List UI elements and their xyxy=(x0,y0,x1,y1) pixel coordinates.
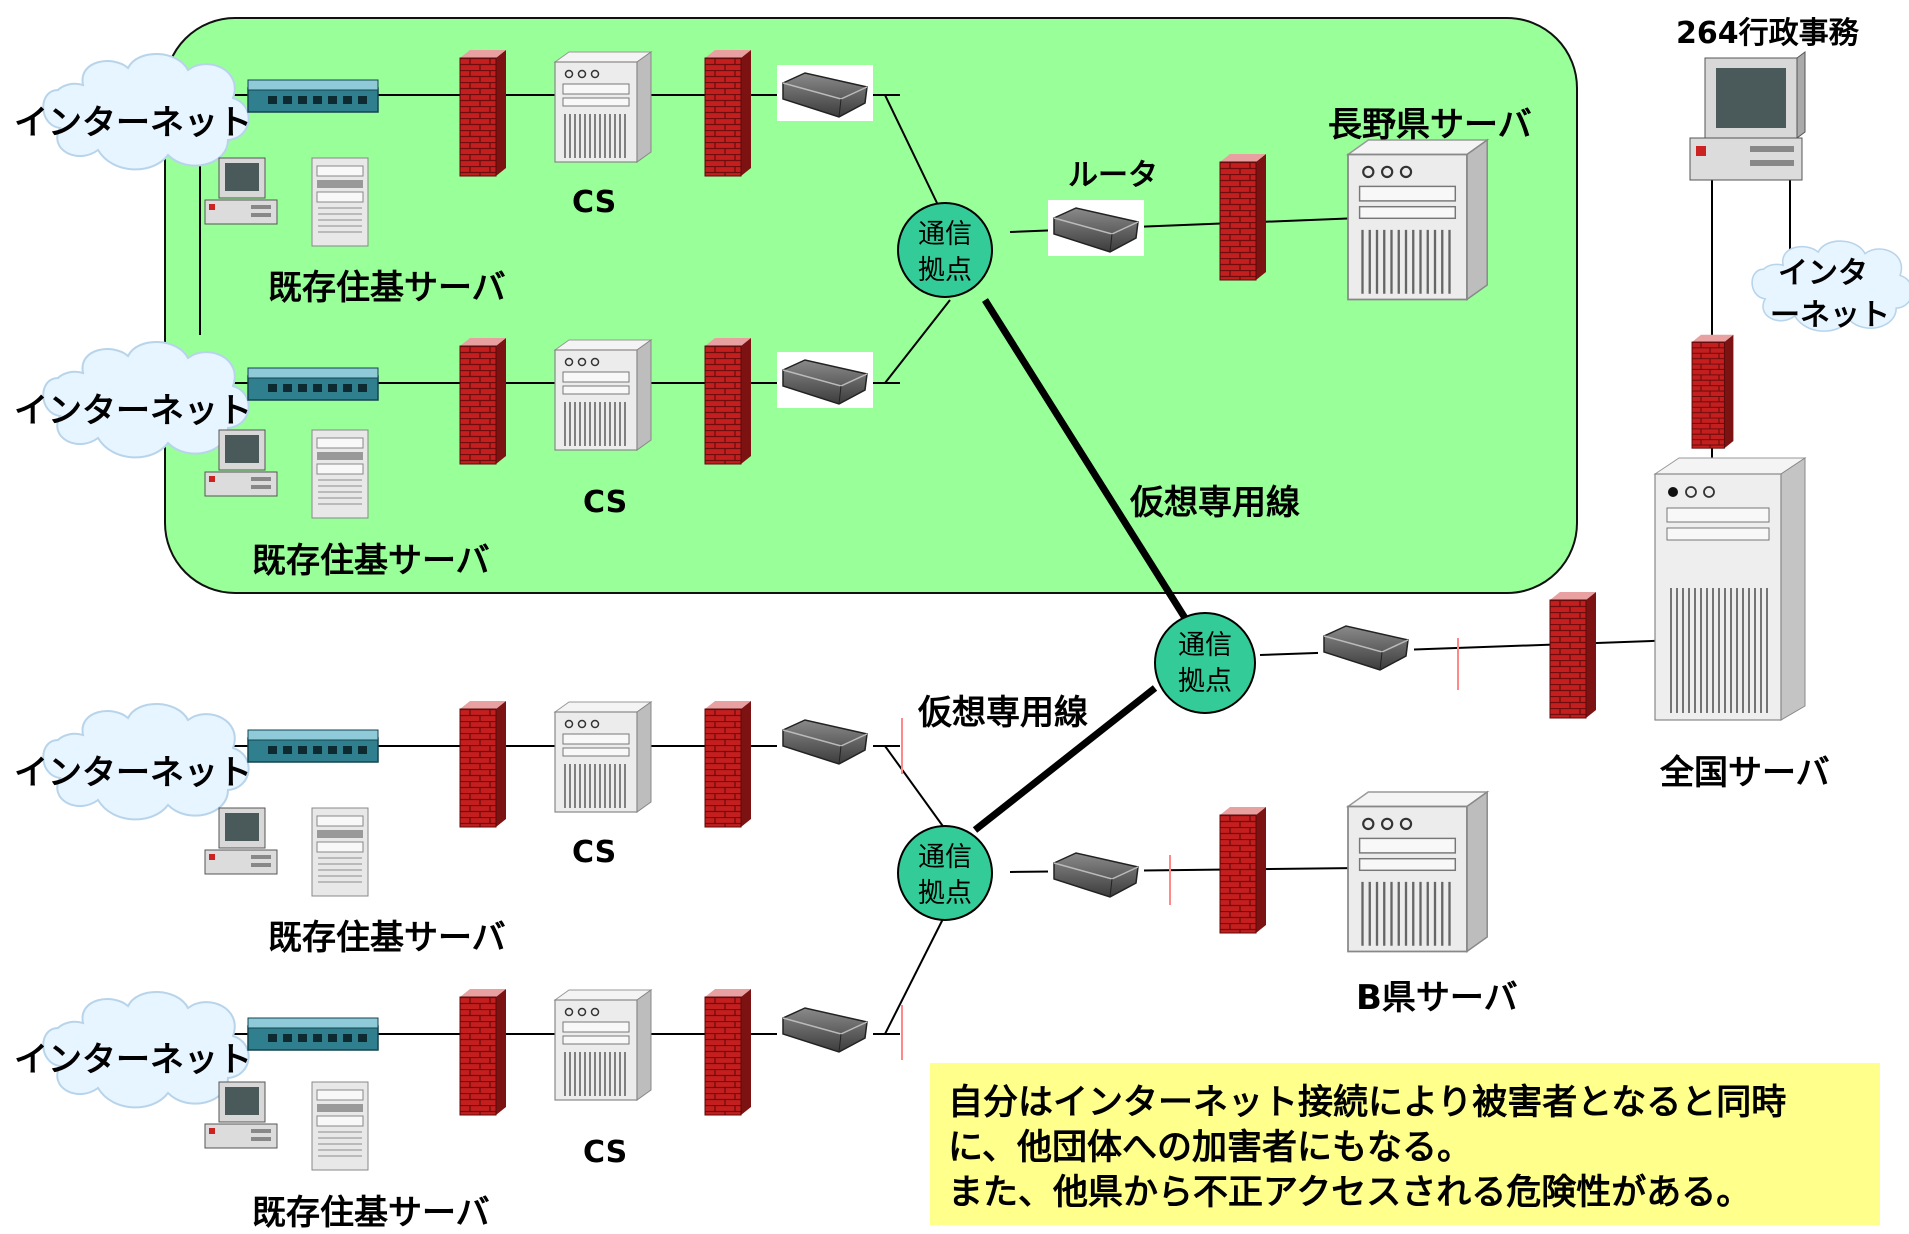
label-juki-4: 既存住基サーバ xyxy=(252,1193,490,1233)
firewall-bken xyxy=(1219,806,1267,934)
cs-server-3 xyxy=(554,701,652,813)
switch-4 xyxy=(247,1017,379,1051)
firewall-3b xyxy=(704,700,752,828)
hub-bottom-label-line1: 通信 xyxy=(918,842,972,873)
juki-server-2 xyxy=(311,429,369,519)
label-cs-1: CS xyxy=(572,185,617,220)
label-nagano-server: 長野県サーバ xyxy=(1328,105,1532,145)
label-bken-server: B県サーバ xyxy=(1356,978,1518,1018)
vpn-line-upper xyxy=(982,298,1188,620)
router-3 xyxy=(776,711,874,769)
label-cs-2: CS xyxy=(583,485,628,520)
hub-bottom-label: 通信 拠点 xyxy=(905,840,985,912)
switch-3 xyxy=(247,729,379,763)
firewall-4a xyxy=(459,988,507,1116)
label-national-server: 全国サーバ xyxy=(1660,753,1830,793)
label-vpn-1: 仮想専用線 xyxy=(1130,483,1300,523)
label-internet-1: インターネット xyxy=(14,103,252,143)
label-internet-2: インターネット xyxy=(14,391,252,431)
firewall-admin xyxy=(1691,334,1734,449)
national-server xyxy=(1654,457,1806,721)
bken-server xyxy=(1346,790,1489,953)
hub-middle xyxy=(1154,612,1256,714)
router-4 xyxy=(776,999,874,1057)
firewall-national xyxy=(1549,591,1597,719)
label-juki-3: 既存住基サーバ xyxy=(268,918,506,958)
router-nagano xyxy=(1047,199,1145,257)
admin-pc xyxy=(1689,51,1806,181)
pc-3 xyxy=(204,807,278,875)
firewall-2b xyxy=(704,337,752,465)
cs-server-4 xyxy=(554,989,652,1101)
label-cs-3: CS xyxy=(572,835,617,870)
note-line-3: また、他県から不正アクセスされる危険性がある。 xyxy=(948,1173,1752,1213)
router-2 xyxy=(776,351,874,409)
switch-2 xyxy=(247,367,379,401)
label-internet-4: インターネット xyxy=(14,1040,252,1080)
firewall-1b xyxy=(704,49,752,177)
label-admin: 264行政事務 xyxy=(1676,16,1859,51)
hub-middle-label-line2: 拠点 xyxy=(1178,666,1232,697)
label-juki-1: 既存住基サーバ xyxy=(268,268,506,308)
firewall-nagano xyxy=(1219,153,1267,281)
juki-server-3 xyxy=(311,807,369,897)
nagano-server xyxy=(1346,138,1489,301)
note-line-1: 自分はインターネット接続により被害者となると同時 xyxy=(948,1083,1787,1123)
vpn-line-lower xyxy=(972,685,1158,833)
firewall-1a xyxy=(459,49,507,177)
hub-bottom xyxy=(897,825,993,921)
label-internet-admin-2: ーネット xyxy=(1770,298,1890,333)
hub-top-label-line1: 通信 xyxy=(918,219,972,250)
router-bken xyxy=(1047,844,1145,902)
firewall-4b xyxy=(704,988,752,1116)
label-internet-admin-1: インタ xyxy=(1778,256,1868,291)
note-line-2: に、他団体への加害者にもなる。 xyxy=(948,1128,1472,1168)
hub-top xyxy=(897,202,993,298)
firewall-2a xyxy=(459,337,507,465)
label-cs-4: CS xyxy=(583,1135,628,1170)
hub-top-label: 通信 拠点 xyxy=(905,217,985,289)
hub-middle-label: 通信 拠点 xyxy=(1165,628,1245,700)
switch-1 xyxy=(247,79,379,113)
cs-server-1 xyxy=(554,51,652,163)
juki-server-1 xyxy=(311,157,369,247)
label-internet-3: インターネット xyxy=(14,753,252,793)
juki-server-4 xyxy=(311,1081,369,1171)
hub-middle-label-line1: 通信 xyxy=(1178,630,1232,661)
cs-server-2 xyxy=(554,339,652,451)
label-juki-2: 既存住基サーバ xyxy=(252,541,490,581)
router-national xyxy=(1317,617,1415,675)
hub-bottom-label-line2: 拠点 xyxy=(918,878,972,909)
label-vpn-2: 仮想専用線 xyxy=(918,693,1088,733)
hub-top-label-line2: 拠点 xyxy=(918,255,972,286)
firewall-3a xyxy=(459,700,507,828)
label-router: ルータ xyxy=(1068,158,1158,193)
warning-note: 自分はインターネット接続により被害者となると同時 に、他団体への加害者にもなる。… xyxy=(930,1063,1880,1225)
router-1 xyxy=(776,64,874,122)
